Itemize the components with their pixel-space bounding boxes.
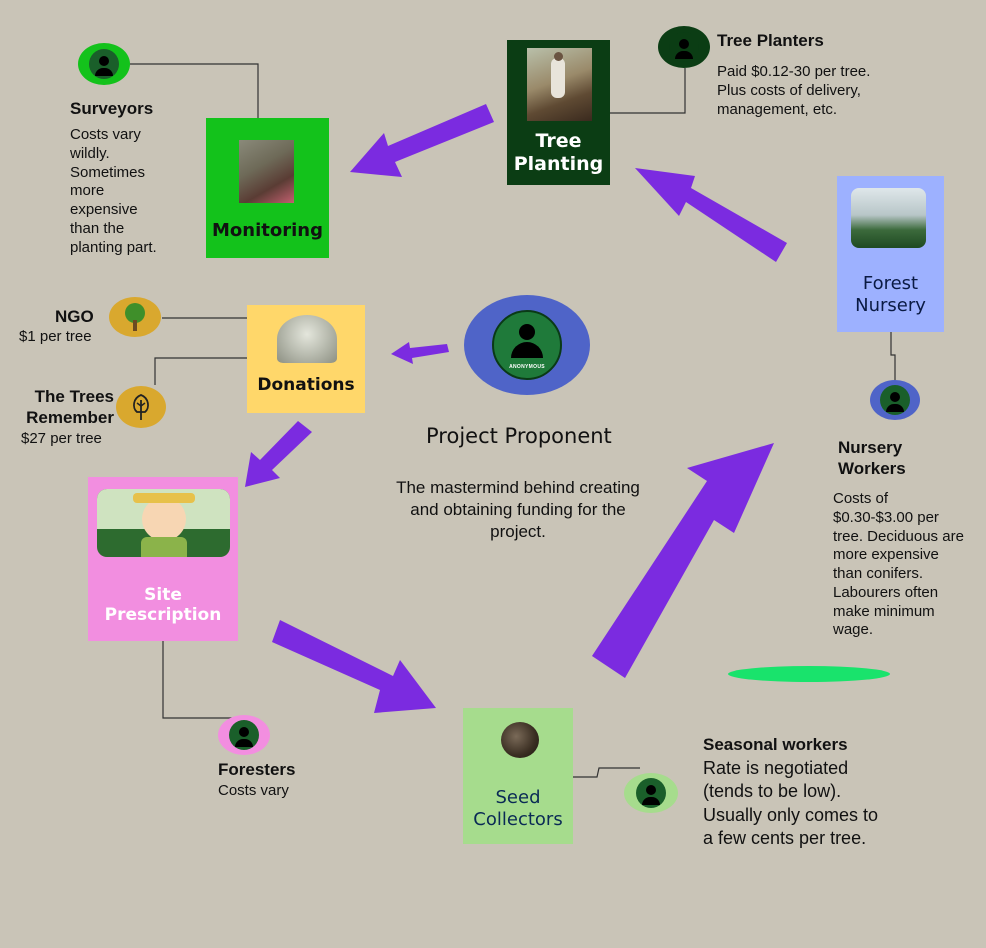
tree-outline-icon [133,394,149,420]
foresters-cost: Costs vary [218,782,289,799]
node-monitoring[interactable]: Monitoring [206,118,329,258]
soil-photo [239,140,294,203]
surveyors-cost: Costs vary wildly. Sometimes more expens… [70,126,157,256]
trees-remember-cost: $27 per tree [21,430,102,447]
trees-remember-name: The Trees Remember [26,387,114,428]
monitoring-label: Monitoring [212,219,323,241]
arrow-donations-to-site [245,421,312,487]
nursery-workers-name: Nursery Workers [838,438,906,479]
node-seed-collectors[interactable]: Seed Collectors [463,708,573,844]
tree-icon [125,303,145,331]
donations-label: Donations [257,374,355,395]
ngo-avatar[interactable] [109,297,161,337]
person-icon [89,49,119,79]
node-tree-planting[interactable]: Tree Planting [507,40,610,185]
tree-planters-name: Tree Planters [717,31,824,50]
proponent-title: Project Proponent [426,424,612,448]
nursery-workers-avatar[interactable] [870,380,920,420]
ngo-cost: $1 per tree [19,328,92,345]
proponent-avatar[interactable]: ANONYMOUS [464,295,590,395]
greenhouse-photo [851,188,926,248]
arrow-planting-to-monitoring [350,104,494,177]
forester-cartoon [97,489,230,557]
node-donations[interactable]: Donations [247,305,365,413]
foresters-avatar[interactable] [218,715,270,755]
arrow-seed-to-nursery [592,443,774,678]
seasonal-workers-avatar[interactable] [624,773,678,813]
person-icon [229,720,259,750]
tree-planters-avatar[interactable] [658,26,710,68]
person-icon [636,778,666,808]
arrow-proponent-to-donations [391,342,449,364]
nursery-workers-cost: Costs of $0.30-$3.00 per tree. Deciduous… [833,490,964,639]
arrow-site-to-seed [272,620,436,713]
node-site-prescription[interactable]: Site Prescription [88,477,238,641]
tree-planting-label: Tree Planting [513,129,604,175]
foresters-name: Foresters [218,760,296,779]
forest-nursery-label: Forest Nursery [855,273,926,316]
surveyors-name: Surveyors [70,99,154,118]
anonymous-icon: ANONYMOUS [492,310,562,380]
arrow-nursery-to-planting [635,168,787,262]
person-icon [669,32,699,62]
tree-planters-cost: Paid $0.12-30 per tree. Plus costs of de… [717,63,871,118]
seed-collectors-label: Seed Collectors [473,787,563,830]
pinecone-photo [501,722,539,758]
person-icon [880,385,910,415]
seasonal-workers-name: Seasonal workers [703,735,848,754]
ngo-name: NGO [55,307,94,326]
trees-remember-avatar[interactable] [116,386,166,428]
green-highlight [728,666,890,682]
surveyors-avatar[interactable] [78,43,130,85]
site-prescription-label: Site Prescription [104,584,222,625]
node-forest-nursery[interactable]: Forest Nursery [837,176,944,332]
money-pile-photo [277,315,337,363]
proponent-description: The mastermind behind creating and obtai… [396,478,640,542]
planter-photo [527,48,592,121]
seasonal-workers-cost: Rate is negotiated (tends to be low). Us… [703,758,879,849]
